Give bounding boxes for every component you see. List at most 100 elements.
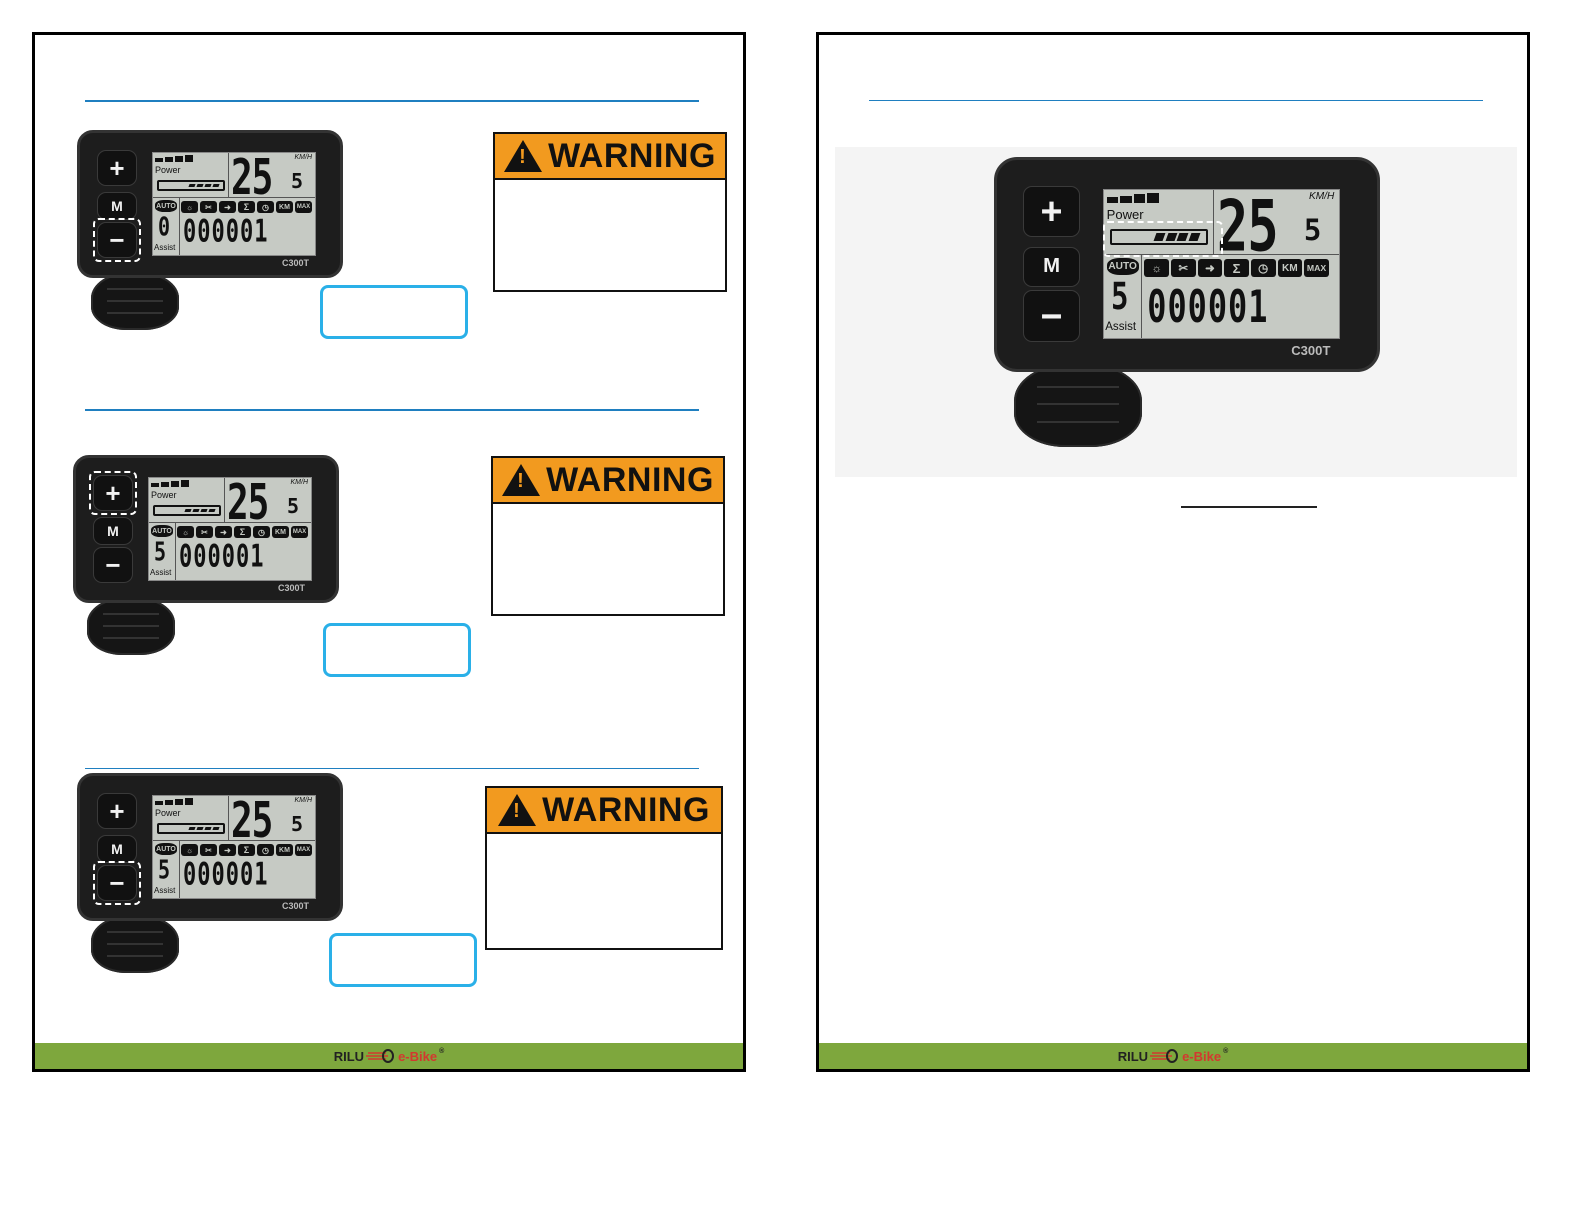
assist-label: Assist xyxy=(154,243,176,252)
assist-level: 5 xyxy=(154,536,167,568)
km-icon: KM xyxy=(276,844,293,856)
speed-readout: 25 xyxy=(1216,188,1279,268)
speed-readout: 25 xyxy=(227,477,269,532)
power-label: Power xyxy=(151,490,177,500)
underline-mark xyxy=(1181,506,1317,508)
status-icons: ☼ ✂ ➜ Σ ◷ KM MAX xyxy=(177,526,308,538)
wrench-icon: ✂ xyxy=(1170,259,1196,277)
odometer-readout: 000001 xyxy=(183,215,269,250)
speed-unit: KM/H xyxy=(1308,191,1335,203)
odometer-readout: 000001 xyxy=(183,858,269,893)
minus-button[interactable]: − xyxy=(93,547,133,583)
bike-swoosh-icon xyxy=(366,1049,395,1063)
mode-button[interactable]: M xyxy=(97,192,137,220)
light-icon: ☼ xyxy=(181,201,198,213)
display-unit-figure: +M− Power KM/H 25 5 AUTO ☼ ✂ ➜ Σ ◷ KM MA… xyxy=(73,455,341,665)
thumb-throttle[interactable] xyxy=(87,597,175,655)
warning-header: WARNING xyxy=(495,134,725,180)
assist-level: 5 xyxy=(158,854,171,886)
assist-label: Assist xyxy=(154,886,176,895)
model-label: C300T xyxy=(282,901,310,911)
timer-icon: ◷ xyxy=(1250,259,1276,277)
status-icons: ☼ ✂ ➜ Σ ◷ KM MAX xyxy=(181,844,312,856)
km-icon: KM xyxy=(272,526,289,538)
display-unit-figure: + M− Power KM/H 25 5 AUTO ☼ ✂ ➜ Σ ◷ KM MA… xyxy=(77,130,345,340)
signal-bars xyxy=(1106,192,1160,203)
sigma-icon: Σ xyxy=(238,844,255,856)
model-label: C300T xyxy=(282,258,310,268)
plus-button[interactable]: + xyxy=(1023,186,1081,238)
brand-logo: RILU e-Bike ® xyxy=(333,1047,445,1064)
minus-button[interactable]: − xyxy=(93,218,141,262)
assist-label: Assist xyxy=(150,568,172,577)
plus-button[interactable]: + xyxy=(97,793,137,829)
walk-assist-icon: ➜ xyxy=(215,526,232,538)
plus-button[interactable]: + xyxy=(89,471,137,515)
thumb-throttle[interactable] xyxy=(91,272,179,330)
power-label: Power xyxy=(155,808,181,818)
speed-readout: 25 xyxy=(231,795,273,850)
power-label: Power xyxy=(1106,207,1144,223)
brand-logo: RILU e-Bike ® xyxy=(1117,1047,1229,1064)
warning-panel: WARNING xyxy=(485,786,723,950)
lcd-screen: Power KM/H 25 5 AUTO ☼ ✂ ➜ Σ ◷ KM MAX 5 … xyxy=(1102,188,1340,339)
section-rule-3 xyxy=(85,768,699,769)
warning-header: WARNING xyxy=(487,788,721,834)
mode-button[interactable]: M xyxy=(97,835,137,863)
max-icon: MAX xyxy=(291,526,308,538)
model-label: C300T xyxy=(1291,342,1331,358)
light-icon: ☼ xyxy=(1144,259,1169,277)
timer-icon: ◷ xyxy=(257,844,274,856)
minus-button[interactable]: − xyxy=(93,861,141,905)
plus-button[interactable]: + xyxy=(97,150,137,186)
speed-decimal: 5 xyxy=(1303,213,1322,248)
lcd-screen: Power KM/H 25 5 AUTO ☼ ✂ ➜ Σ ◷ KM MAX 5 … xyxy=(148,477,312,581)
bike-swoosh-icon xyxy=(1150,1049,1179,1063)
max-icon: MAX xyxy=(1304,259,1329,277)
battery-highlight xyxy=(1102,220,1223,257)
auto-badge: AUTO xyxy=(151,525,173,537)
wrench-icon: ✂ xyxy=(196,526,213,538)
display-unit-figure: +M− Power KM/H 25 5 AUTO ☼ ✂ ➜ Σ ◷ KM MA… xyxy=(77,773,345,983)
warning-title: WARNING xyxy=(542,790,710,829)
sigma-icon: Σ xyxy=(234,526,251,538)
max-icon: MAX xyxy=(295,201,312,213)
battery-indicator xyxy=(1109,229,1209,245)
battery-indicator xyxy=(157,823,225,834)
thumb-throttle[interactable] xyxy=(91,915,179,973)
callout-box xyxy=(320,285,468,339)
signal-bars xyxy=(155,798,193,805)
assist-level: 0 xyxy=(158,211,171,243)
speed-unit: KM/H xyxy=(290,479,309,486)
signal-bars xyxy=(155,155,193,162)
warning-title: WARNING xyxy=(546,460,714,499)
status-icons: ☼ ✂ ➜ Σ ◷ KM MAX xyxy=(1144,259,1329,277)
lcd-screen: Power KM/H 25 5 AUTO ☼ ✂ ➜ Σ ◷ KM MAX 0 … xyxy=(152,152,316,256)
auto-badge: AUTO xyxy=(155,200,177,212)
section-rule-1 xyxy=(85,100,699,102)
battery-indicator xyxy=(157,180,225,191)
wrench-icon: ✂ xyxy=(200,844,217,856)
minus-button[interactable]: − xyxy=(1023,290,1081,342)
speed-decimal: 5 xyxy=(291,169,304,193)
callout-box xyxy=(323,623,471,677)
warning-title: WARNING xyxy=(548,136,716,175)
manual-page-right: + M− Power KM/H 25 5 AUTO ☼ ✂ ➜ Σ ◷ KM MA… xyxy=(816,32,1530,1072)
mode-button[interactable]: M xyxy=(1023,246,1081,287)
warning-panel: WARNING xyxy=(491,456,725,616)
thumb-throttle[interactable] xyxy=(1014,362,1142,447)
display-unit-figure-large: + M− Power KM/H 25 5 AUTO ☼ ✂ ➜ Σ ◷ KM MA… xyxy=(994,157,1384,457)
status-icons: ☼ ✂ ➜ Σ ◷ KM MAX xyxy=(181,201,312,213)
light-icon: ☼ xyxy=(181,844,198,856)
speed-decimal: 5 xyxy=(291,812,304,836)
mode-button[interactable]: M xyxy=(93,517,133,545)
km-icon: KM xyxy=(1277,259,1303,277)
walk-assist-icon: ➜ xyxy=(1197,259,1223,277)
max-icon: MAX xyxy=(295,844,312,856)
battery-indicator xyxy=(153,505,221,516)
section-rule xyxy=(869,100,1483,101)
section-rule-2 xyxy=(85,409,699,411)
assist-label: Assist xyxy=(1105,320,1137,334)
km-icon: KM xyxy=(276,201,293,213)
page-footer: RILU e-Bike ® xyxy=(819,1043,1527,1069)
